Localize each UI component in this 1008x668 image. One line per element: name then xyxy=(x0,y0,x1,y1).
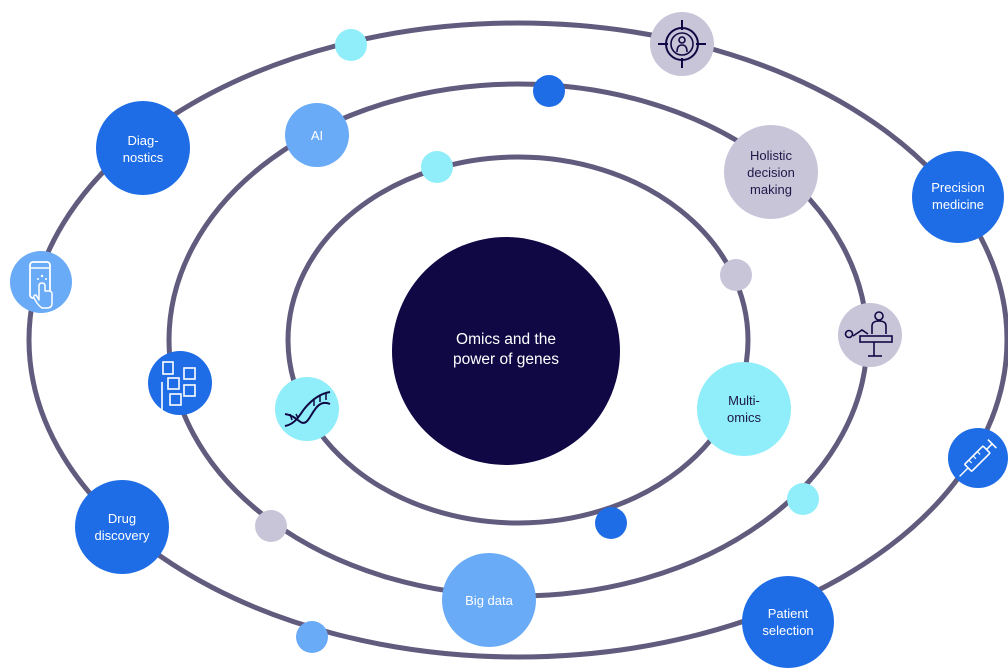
node-drug-discovery: Drug discovery xyxy=(75,480,169,574)
orbit-dot xyxy=(720,259,752,291)
center-label-line2: power of genes xyxy=(453,351,559,368)
orbit-dot xyxy=(335,29,367,61)
node-patient-line2: selection xyxy=(762,623,813,638)
node-bigdata-label: Big data xyxy=(465,593,513,608)
node-precision-line2: medicine xyxy=(932,197,984,212)
node-ai-label: AI xyxy=(311,128,323,143)
node-precision-medicine: Precision medicine xyxy=(912,151,1004,243)
node-diagnostics-line1: Diag- xyxy=(127,133,158,148)
node-multi-omics: Multi- omics xyxy=(697,362,791,456)
node-diagnostics: Diag- nostics xyxy=(96,101,190,195)
orbit-dot xyxy=(787,483,819,515)
data-blocks-icon xyxy=(148,351,212,415)
target-person-icon xyxy=(650,12,714,76)
orbit-dot xyxy=(533,75,565,107)
touchscreen-phone-icon xyxy=(10,251,72,313)
node-diagnostics-line2: nostics xyxy=(123,150,164,165)
doctor-patient-icon xyxy=(838,303,902,367)
node-holistic-line1: Holistic xyxy=(750,148,792,163)
node-holistic-line2: decision xyxy=(747,165,795,180)
node-patient-selection: Patient selection xyxy=(742,576,834,668)
node-patient-line1: Patient xyxy=(768,606,809,621)
node-ai: AI xyxy=(285,103,349,167)
node-multiomics-line2: omics xyxy=(727,410,761,425)
center-node: Omics and the power of genes xyxy=(392,237,620,465)
orbit-dot xyxy=(595,507,627,539)
inner-orbit xyxy=(285,154,751,526)
node-holistic-decision-making: Holistic decision making xyxy=(724,125,818,219)
center-label-line1: Omics and the xyxy=(456,331,556,348)
orbit-dot xyxy=(421,151,453,183)
orbit-dot xyxy=(296,621,328,653)
syringe-icon xyxy=(948,428,1008,488)
dna-helix-icon xyxy=(275,377,339,441)
node-precision-line1: Precision xyxy=(931,180,984,195)
node-holistic-line3: making xyxy=(750,182,792,197)
outer-orbit xyxy=(26,20,1008,660)
node-drug-line2: discovery xyxy=(95,528,150,543)
orbit-dot xyxy=(255,510,287,542)
node-drug-line1: Drug xyxy=(108,511,136,526)
node-multiomics-line1: Multi- xyxy=(728,393,760,408)
node-big-data: Big data xyxy=(442,553,536,647)
